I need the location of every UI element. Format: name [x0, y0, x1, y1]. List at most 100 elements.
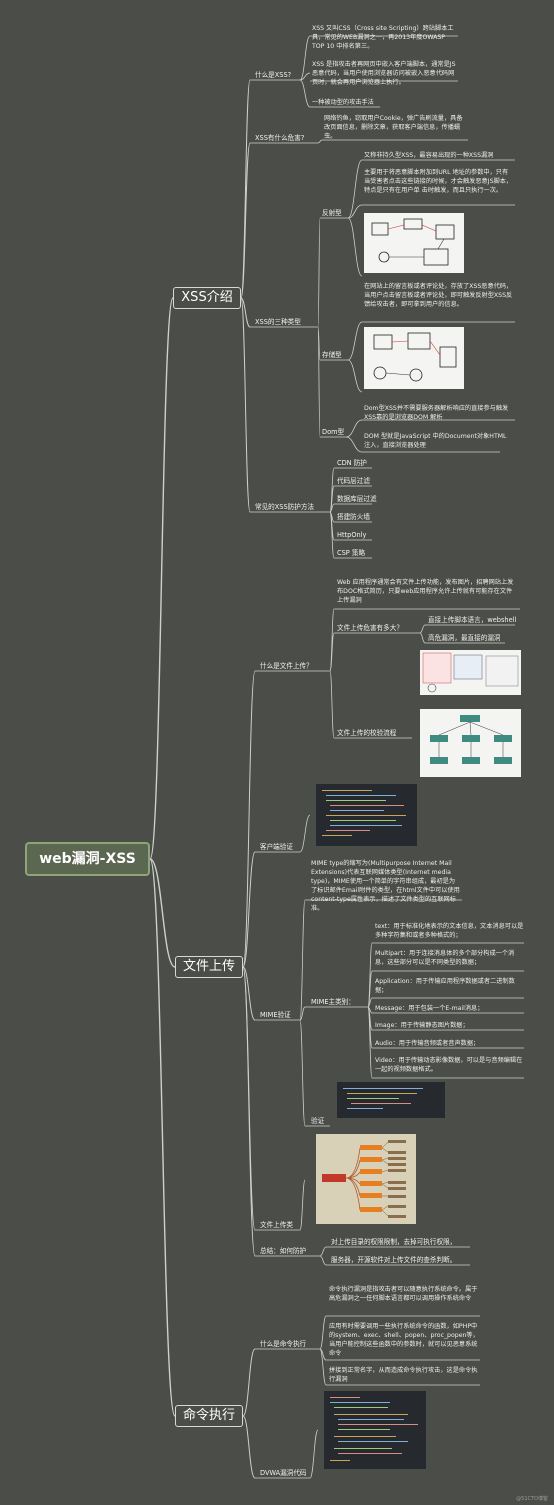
cmd-item-2: 应用有时需要调用一些执行系统命令的函数，如PHP中的system、exec、sh…	[329, 1323, 479, 1357]
xss-harm-label[interactable]: XSS有什么危害?	[255, 134, 305, 142]
connector	[242, 851, 256, 968]
defense-item-csp: CSP 策略	[337, 549, 366, 557]
mime-type-video: Video：用于传输动态影像数据，可以是与音频编辑在一起的视频数据格式。	[375, 1057, 523, 1073]
reflected-item-2: 主要用于将恶意脚本附加到URL 地址的参数中，只有当受害者点击这些链接的时候，才…	[364, 169, 513, 194]
defense-item-db-filter: 数据库层过滤	[337, 495, 377, 503]
connector	[299, 79, 311, 108]
category-xss-intro[interactable]: XSS介绍	[173, 287, 241, 309]
mime-type-message: Message：用于包装一个E-mail消息；	[375, 1005, 484, 1012]
connector	[317, 217, 321, 328]
connector	[240, 297, 251, 328]
connector	[299, 1019, 306, 1127]
stored-label[interactable]: 存储型	[322, 351, 342, 359]
connector	[317, 139, 323, 144]
xss-def-1: XSS 又叫CSS（Cross site Scripting）跨站脚本工具，常见…	[312, 25, 454, 50]
connector	[319, 1348, 327, 1386]
mime-type-multipart: Multipart：用于连接消息体的多个部分构成一个消息，这些部分可以是不同类型…	[375, 950, 515, 966]
what-is-xss-label[interactable]: 什么是XSS?	[255, 71, 292, 79]
upload-harm-screenshot	[420, 650, 521, 695]
client-code-screenshot	[316, 784, 417, 846]
category-file-upload[interactable]: 文件上传	[175, 956, 243, 978]
mime-verify-label[interactable]: MIME验证	[260, 1011, 291, 1019]
upload-flow-svg	[430, 715, 512, 764]
connector	[347, 217, 363, 277]
connector	[240, 79, 251, 299]
connector	[299, 899, 306, 1021]
mime-type-image: Image：用于传输静态图片数据；	[375, 1022, 469, 1029]
connector	[299, 814, 311, 853]
summary-label[interactable]: 总结：如何防护	[260, 1247, 307, 1255]
connector	[242, 966, 256, 1021]
connector	[299, 1006, 306, 1021]
xss-types-label[interactable]: XSS的三种类型	[255, 318, 301, 326]
dom-item-1: Dom型XSS并不需要服务器解析响应的直接参与触发XSS靠的是浏览器DOM 解析	[364, 405, 509, 421]
what-is-cmd-label[interactable]: 什么是命令执行	[260, 1340, 307, 1348]
upload-mindmap-svg	[322, 1140, 406, 1218]
connector	[347, 359, 363, 393]
upload-mindmap-thumbnail	[316, 1134, 416, 1224]
upload-flow-label[interactable]: 文件上传的校验流程	[337, 729, 397, 737]
connector	[329, 511, 335, 559]
connector	[345, 419, 363, 438]
dvwa-label[interactable]: DVWA漏洞代码	[260, 1469, 307, 1477]
upload-intro: Web 应用程序通常会有文件上传功能，发布图片，招聘网站上发布DOC格式简历，只…	[337, 579, 514, 604]
connector	[240, 297, 251, 513]
connector	[319, 1246, 327, 1257]
connector	[242, 966, 256, 1257]
connector	[419, 632, 426, 644]
connector	[149, 858, 176, 1417]
upload-harm-label[interactable]: 文件上传危害有多大？	[337, 624, 403, 632]
reflected-label[interactable]: 反射型	[322, 209, 342, 217]
xss-def-3: 一种被动型的攻击手法	[312, 99, 374, 106]
stored-diagram-svg	[373, 332, 457, 382]
connector	[329, 632, 335, 672]
connector	[299, 1179, 306, 1231]
reflected-item-1: 又称非持久型XSS，最容易出现的一种XSS漏洞	[364, 152, 494, 159]
connector	[367, 942, 373, 1008]
mime-code-screenshot	[337, 1082, 445, 1118]
category-command-exec[interactable]: 命令执行	[175, 1405, 243, 1427]
connector	[309, 1429, 319, 1479]
connector	[319, 1255, 327, 1266]
client-verify-label[interactable]: 客户端验证	[260, 843, 293, 851]
connector	[299, 72, 311, 81]
dom-label[interactable]: Dom型	[322, 428, 345, 436]
stored-xss-diagram	[364, 327, 464, 389]
connector	[242, 1415, 256, 1479]
mime-types-label[interactable]: MIME主类别：	[311, 998, 355, 1006]
xss-defense-label[interactable]: 常见的XSS防护方法	[255, 503, 315, 511]
what-is-upload-label[interactable]: 什么是文件上传？	[260, 662, 313, 670]
connector	[149, 297, 174, 860]
root-node[interactable]: web漏洞-XSS	[25, 842, 150, 876]
summary-item-1: 对上传目录的权限限制，去掉可执行权限，	[331, 1238, 457, 1246]
reflected-xss-diagram	[364, 213, 464, 273]
upload-category-label[interactable]: 文件上传类	[260, 1221, 293, 1229]
connector	[319, 1315, 327, 1350]
upload-harm-svg	[422, 652, 519, 693]
defense-item-cdn: CDN 防护	[337, 459, 367, 467]
mime-intro: MIME type的缩写为(Multipurpose Internet Mail…	[311, 860, 460, 912]
cmd-item-3: 拼接到正常名字，从而造成命令执行攻击，这是命令执行漏洞	[329, 1367, 478, 1383]
upload-flow-diagram	[420, 709, 521, 777]
connector	[242, 670, 256, 968]
connector	[299, 35, 311, 81]
mime-type-audio: Audio：用于传输音频或者音声数据；	[375, 1040, 480, 1047]
reflected-diagram-svg	[371, 218, 455, 266]
connector	[419, 624, 426, 634]
connector	[149, 858, 176, 968]
dom-item-2: DOM 型就是JavaScript 中的Document对象HTML 注入，直接…	[364, 433, 507, 449]
upload-harm-item-2: 高危漏洞，最直接的漏洞	[428, 634, 501, 642]
connector	[347, 204, 363, 219]
verify-label[interactable]: 验证	[311, 1117, 325, 1125]
watermark-credit: @51CTO博客	[516, 1496, 548, 1502]
xss-harm-text: 网络钓鱼，窃取用户Cookie，弹广告刷流量，具备改页面信息，删除文章，获取客户…	[324, 115, 463, 140]
defense-item-firewall: 搭建防火墙	[337, 513, 370, 521]
defense-item-httponly: HttpOnly	[337, 531, 367, 539]
dvwa-code-screenshot	[324, 1391, 426, 1469]
connector	[329, 467, 335, 513]
connector	[240, 142, 251, 299]
connector	[367, 970, 373, 1008]
cmd-item-1: 命令执行漏洞是指攻击者可以随意执行系统命令。属于高危漏洞之一任何脚本语言都可以调…	[329, 1286, 478, 1302]
upload-harm-item-1: 直接上传脚本语言，webshell	[428, 616, 517, 624]
